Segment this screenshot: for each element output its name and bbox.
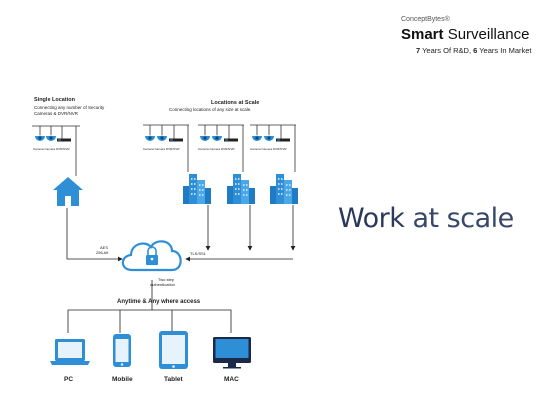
device-caption: Camera Camera DVR/NVR [33, 147, 70, 151]
tablet-label: Tablet [164, 376, 183, 383]
camera-icon [145, 135, 155, 141]
device-caption: Camera Camera DVR/NVR [143, 147, 180, 151]
camera-icon [212, 135, 222, 141]
dvr-icon [276, 138, 290, 142]
tagline-rd-years: 7 [416, 46, 421, 55]
product-title: Smart Surveillance [401, 26, 529, 43]
tagline-rd-text: Years Of R&D, [420, 46, 474, 55]
mac-monitor-icon [213, 337, 251, 369]
dvr-icon [169, 138, 183, 142]
mac-label: MAC [224, 376, 239, 383]
scale-title: Locations at Scale [211, 100, 259, 106]
aes-label: AES [100, 245, 108, 250]
camera-icon [264, 135, 274, 141]
camera-icon [46, 135, 56, 141]
scale-devices-1: Camera Camera DVR/NVR [143, 124, 189, 172]
company-name: ConceptBytes® [401, 16, 450, 23]
pc-label: PC [64, 376, 73, 383]
scale-subtitle: Connecting locations of any size at scal… [169, 107, 252, 112]
building-icon [183, 174, 211, 204]
dvr-icon [224, 138, 238, 142]
single-location-devices: Camera Camera DVR/NVR [32, 125, 80, 176]
aes-bits-label: 256-bit [96, 250, 109, 255]
camera-icon [200, 135, 210, 141]
access-label: Anytime & Any where access [117, 299, 201, 305]
single-location-subtitle-1: Connecting any number of Security [34, 105, 105, 110]
mobile-label: Mobile [112, 376, 133, 383]
product-title-rest: Surveillance [443, 26, 530, 43]
connectors [66, 205, 296, 333]
device-caption: Camera Camera DVR/NVR [198, 147, 235, 151]
building-icon [227, 174, 255, 204]
tagline: 7 Years Of R&D, 6 Years In Market [416, 46, 532, 55]
scale-devices-2: Camera Camera DVR/NVR [198, 124, 244, 172]
lock-icon [146, 246, 158, 265]
mobile-icon [113, 334, 131, 367]
tagline-market-years: 6 [473, 46, 478, 55]
single-location-subtitle-2: Cameras & DVR/NVR [34, 111, 79, 116]
dvr-icon [57, 138, 71, 142]
headline: Work at scale [338, 203, 514, 234]
tagline-market-text: Years In Market [477, 46, 532, 55]
authentication-label: authentication [150, 282, 175, 287]
product-title-bold: Smart [401, 26, 444, 43]
tls-label: TLS/SSL [190, 251, 207, 256]
scale-devices-3: Camera Camera DVR/NVR [250, 124, 296, 172]
building-icon [270, 174, 298, 204]
tablet-icon [159, 331, 188, 369]
device-caption: Camera Camera DVR/NVR [250, 147, 287, 151]
laptop-icon [50, 339, 90, 365]
headline-bold: Work [338, 203, 405, 234]
single-location-title: Single Location [34, 97, 76, 103]
headline-rest: at scale [404, 203, 514, 234]
two-step-label: Two step [158, 277, 175, 282]
home-icon [53, 177, 83, 206]
camera-icon [252, 135, 262, 141]
camera-icon [157, 135, 167, 141]
camera-icon [35, 135, 45, 141]
